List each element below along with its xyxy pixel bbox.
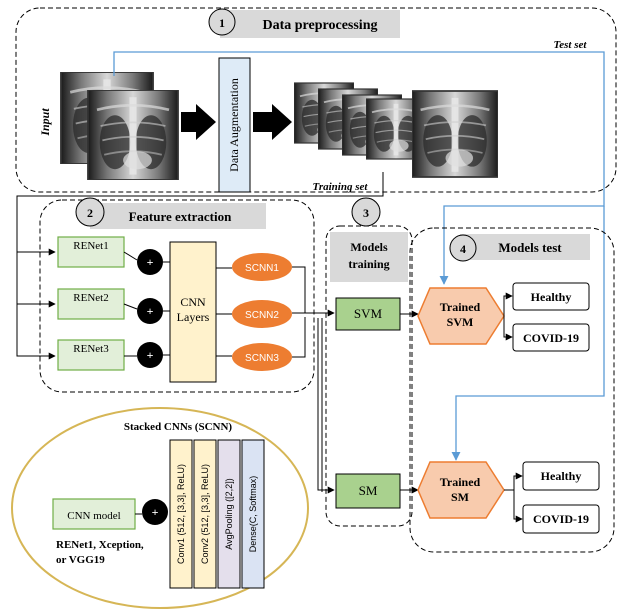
cnn-layers-box	[169, 241, 217, 383]
trained-svm-label-line1: Trained	[440, 300, 481, 314]
block-arrow-icon	[253, 104, 292, 140]
renet3-box	[57, 339, 125, 371]
renet2-box	[57, 288, 125, 320]
conv1-label: Conv1 (512, [3,3], ReLU)	[176, 464, 186, 564]
input-label: Input	[38, 108, 52, 137]
scnn3-output	[292, 317, 306, 358]
plus-symbol-1: +	[147, 255, 154, 269]
step-2-badge	[75, 197, 105, 227]
block-arrow-icon	[181, 104, 216, 140]
testing-title-bar	[460, 234, 590, 260]
scnn-plus-symbol: +	[152, 505, 159, 519]
dense-layer	[241, 439, 265, 589]
svm-to-healthy	[503, 292, 513, 316]
test-set-connector-2	[451, 206, 605, 461]
step-4-badge	[449, 234, 477, 262]
avgpool-label: AvgPooling ([2,2])	[224, 478, 234, 549]
sm-model-box	[335, 473, 401, 509]
sm-covid-box	[522, 504, 600, 534]
sm-covid-label: COVID-19	[533, 512, 589, 526]
svm-model-label: SVM	[354, 306, 383, 321]
plus-node-3	[137, 342, 163, 368]
svm-to-covid	[503, 316, 513, 341]
step-2-number: 2	[87, 206, 93, 220]
step-1-number: 1	[219, 16, 225, 30]
preprocessing-title-bar	[220, 10, 400, 38]
sm-model-label: SM	[359, 483, 378, 498]
scnn3-node	[232, 343, 292, 371]
svm-healthy-label: Healthy	[531, 290, 572, 304]
scnn2-node	[232, 300, 292, 328]
scnn1-output	[292, 266, 306, 313]
avgpool-layer	[217, 439, 241, 589]
training-title-line1: Models	[350, 240, 388, 254]
plus-symbol-2: +	[147, 304, 154, 318]
scnn-detail-title: Stacked CNNs (SCNN)	[124, 421, 233, 433]
test-set-label: Test set	[554, 39, 588, 51]
conv2-label: Conv2 (512, [3,3], ReLU)	[200, 464, 210, 564]
feature-extraction-title: Feature extraction	[129, 209, 232, 224]
trained-svm-label-line2: SVM	[447, 315, 474, 329]
chest-xray-icon	[412, 90, 498, 178]
dense-label: Dense(C, Softmax)	[248, 476, 258, 553]
renet1-to-plus	[123, 251, 138, 261]
svm-covid-label: COVID-19	[523, 331, 579, 345]
renet1-box	[57, 236, 125, 268]
cnn-layers-label-line2: Layers	[177, 310, 210, 324]
renet3-label: RENet3	[73, 343, 109, 355]
scnn3-label: SCNN3	[245, 353, 279, 364]
input-xray-stack	[59, 72, 180, 180]
training-set-label: Training set	[313, 181, 369, 193]
feature-extraction-title-bar	[90, 203, 266, 229]
plus-symbol-3: +	[147, 348, 154, 362]
data-augmentation-label: Data Augmentation	[227, 78, 241, 172]
renet2-to-plus	[123, 303, 138, 310]
sm-to-covid	[513, 490, 523, 523]
conv1-layer	[169, 439, 193, 589]
training-title-bar	[330, 232, 408, 282]
chest-xray-icon	[86, 90, 180, 180]
scnn1-label: SCNN1	[245, 263, 279, 274]
sm-healthy-label: Healthy	[541, 469, 582, 483]
trained-sm-node	[417, 461, 505, 519]
scnn-to-sm	[317, 318, 335, 494]
data-augmentation-box	[218, 57, 251, 193]
testing-title: Models test	[498, 240, 562, 255]
conv2-layer	[193, 439, 217, 589]
svm-covid-box	[512, 323, 590, 352]
trained-sm-label-line1: Trained	[440, 475, 481, 489]
training-set-connector	[16, 172, 384, 360]
augmented-xray-stack	[294, 81, 498, 178]
cnn-layers-label-line1: CNN	[180, 295, 206, 309]
preprocessing-title: Data preprocessing	[263, 18, 378, 33]
step-3-badge	[351, 197, 381, 227]
testing-panel	[409, 227, 615, 553]
svm-healthy-box	[512, 282, 590, 311]
sm-healthy-box	[522, 461, 600, 491]
trained-svm-node	[417, 287, 505, 345]
training-title-line2: training	[348, 257, 389, 271]
scnn1-node	[232, 253, 292, 281]
renet1-label: RENet1	[73, 240, 108, 252]
feature-extraction-panel	[39, 199, 315, 393]
scnn-caption-line2: or VGG19	[56, 554, 105, 566]
scnn2-label: SCNN2	[245, 310, 279, 321]
step-4-number: 4	[460, 242, 466, 256]
sm-to-healthy	[504, 472, 523, 491]
renet2-label: RENet2	[73, 292, 108, 304]
test-set-connector	[113, 51, 605, 285]
preprocessing-panel	[15, 7, 617, 193]
step-1-badge	[208, 8, 236, 36]
step-3-number: 3	[363, 206, 369, 220]
scnn-caption-line1: RENet1, Xception,	[56, 539, 144, 551]
scnn-plus-node	[142, 499, 168, 525]
plus-node-1	[137, 249, 163, 275]
plus-node-2	[137, 298, 163, 324]
trained-sm-label-line2: SM	[451, 490, 469, 504]
cnn-model-label: CNN model	[67, 510, 120, 522]
